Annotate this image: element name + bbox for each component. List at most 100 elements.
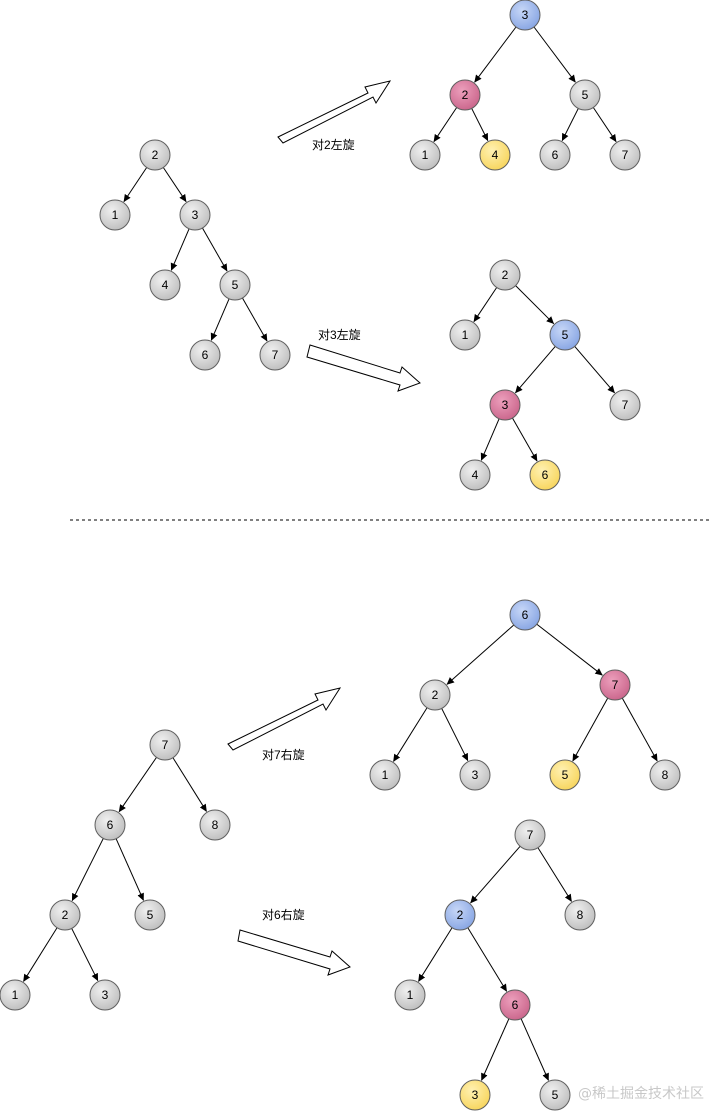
node-label-a2: 2	[152, 148, 159, 162]
edge-b3-b5	[533, 26, 576, 83]
node-label-e5: 5	[562, 768, 569, 782]
node-label-d2: 2	[62, 908, 69, 922]
node-label-e7: 7	[612, 678, 619, 692]
node-circle-b3	[509, 0, 541, 31]
edge-c2-c1	[473, 287, 498, 323]
node-label-b5: 5	[582, 88, 589, 102]
node-circle-b5	[569, 79, 601, 111]
label-rotate-right-6: 对6右旋	[262, 907, 305, 922]
edge-c3-c4	[480, 418, 500, 461]
node-label-f1: 1	[407, 988, 414, 1002]
node-label-b4: 4	[492, 148, 499, 162]
node-label-f3: 3	[472, 1088, 479, 1102]
node-label-f7: 7	[527, 828, 534, 842]
node-circle-f8	[564, 899, 596, 931]
edge-b5-b7	[592, 107, 617, 143]
node-circle-d5	[134, 899, 166, 931]
node-circle-c5	[549, 319, 581, 351]
node-circle-f1	[394, 979, 426, 1011]
node-circle-c3	[489, 389, 521, 421]
node-label-a4: 4	[162, 278, 169, 292]
edge-f6-f3	[481, 1018, 510, 1081]
edge-b2-b4	[471, 108, 489, 142]
node-label-b2: 2	[462, 88, 469, 102]
edge-b5-b6	[561, 108, 579, 142]
edge-e6-e7	[536, 623, 603, 676]
node-circle-a3	[179, 199, 211, 231]
node-label-f8: 8	[577, 908, 584, 922]
edge-e2-e1	[393, 707, 428, 762]
node-circle-a5	[219, 269, 251, 301]
edge-a2-a3	[162, 167, 187, 203]
node-circle-f5	[539, 1079, 571, 1111]
node-circle-e3	[459, 759, 491, 791]
edge-d2-d3	[71, 928, 99, 982]
node-label-b1: 1	[422, 148, 429, 162]
edge-b2-b1	[433, 107, 458, 143]
node-circle-a4	[149, 269, 181, 301]
edge-a3-a4	[170, 228, 190, 271]
node-circle-e2	[419, 679, 451, 711]
node-label-c4: 4	[472, 468, 479, 482]
node-circle-a2	[139, 139, 171, 171]
node-circle-c6	[529, 459, 561, 491]
hollow-arrow-left3	[306, 344, 421, 392]
node-label-a3: 3	[192, 208, 199, 222]
node-circle-b6	[539, 139, 571, 171]
label-rotate-right-7: 对7右旋	[262, 747, 305, 762]
node-circle-c2	[489, 259, 521, 291]
edge-f7-f2	[470, 845, 521, 904]
edge-d7-d8	[172, 757, 207, 812]
edge-a2-a1	[123, 167, 148, 203]
edge-e2-e3	[441, 708, 469, 762]
node-label-e6: 6	[522, 608, 529, 622]
node-label-f5: 5	[552, 1088, 559, 1102]
edge-d6-d5	[115, 838, 144, 901]
node-circle-c1	[449, 319, 481, 351]
edge-a5-a7	[242, 297, 268, 342]
watermark: @稀土掘金技术社区	[578, 1086, 704, 1102]
edge-e7-e8	[621, 697, 658, 762]
edge-c5-c7	[574, 346, 615, 394]
node-circle-e1	[369, 759, 401, 791]
node-circle-d3	[89, 979, 121, 1011]
edge-d7-d6	[118, 757, 157, 813]
node-circle-a6	[189, 339, 221, 371]
node-circle-d8	[199, 809, 231, 841]
node-circle-f6	[499, 989, 531, 1021]
node-label-a6: 6	[202, 348, 209, 362]
node-circle-c4	[459, 459, 491, 491]
node-label-d5: 5	[147, 908, 154, 922]
node-circle-d2	[49, 899, 81, 931]
node-label-e3: 3	[472, 768, 479, 782]
node-circle-e6	[509, 599, 541, 631]
node-label-c7: 7	[622, 398, 629, 412]
hollow-arrow-right7	[227, 687, 342, 751]
node-label-d3: 3	[102, 988, 109, 1002]
hollow-arrow-right6	[237, 929, 351, 976]
edge-f6-f5	[520, 1018, 549, 1081]
edge-a5-a6	[210, 298, 230, 341]
node-label-d6: 6	[107, 818, 114, 832]
node-label-e1: 1	[382, 768, 389, 782]
edge-e7-e5	[572, 697, 609, 762]
node-label-d7: 7	[162, 738, 169, 752]
edge-a3-a5	[202, 227, 228, 272]
edge-c5-c3	[515, 346, 556, 394]
node-label-c2: 2	[502, 268, 509, 282]
edge-f2-f6	[467, 927, 508, 992]
node-circle-f3	[459, 1079, 491, 1111]
edge-d2-d1	[23, 927, 58, 982]
edge-f2-f1	[418, 927, 453, 982]
node-label-a7: 7	[272, 348, 279, 362]
node-circle-b2	[449, 79, 481, 111]
node-label-f6: 6	[512, 998, 519, 1012]
node-label-d8: 8	[212, 818, 219, 832]
hollow-arrow-left2	[277, 80, 392, 144]
node-circle-d6	[94, 809, 126, 841]
